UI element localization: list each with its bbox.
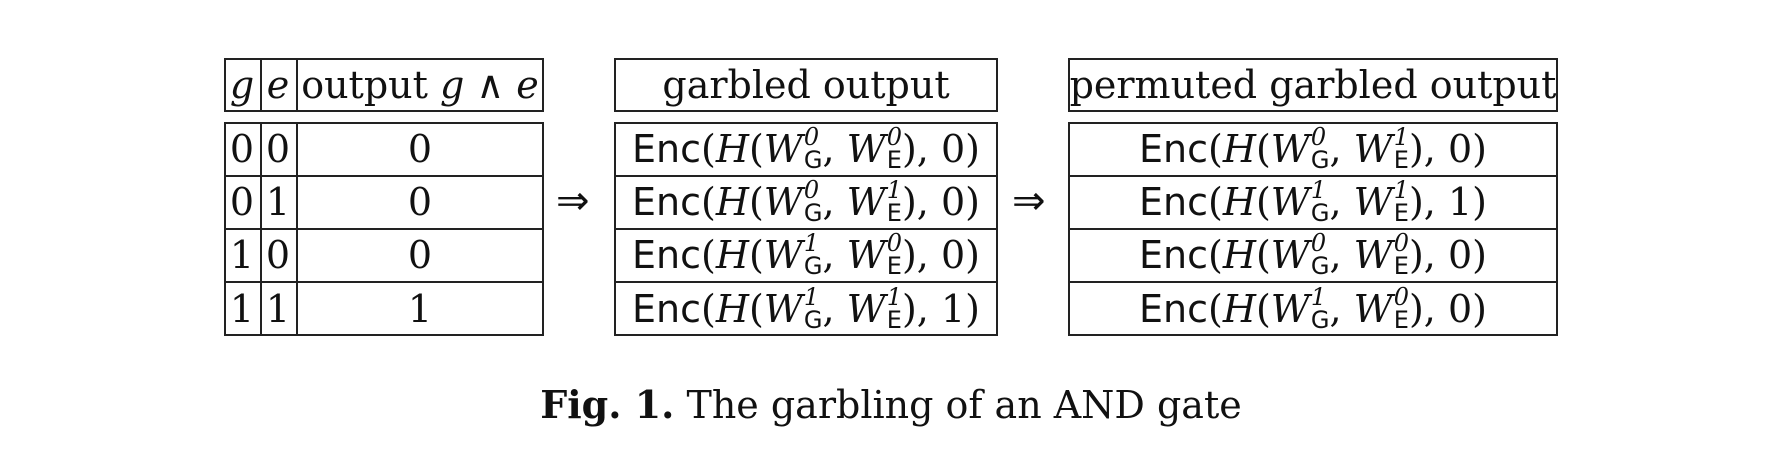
garbled-table-header: [614, 58, 998, 112]
arrow-right-2: ⇒: [1012, 178, 1046, 224]
figure-label: Fig. 1.: [540, 382, 675, 427]
header-e: e: [266, 63, 290, 107]
permuted-header-label: permuted garbled output: [1069, 63, 1557, 107]
permuted-table-header: [1068, 58, 1558, 112]
header-g: g: [229, 63, 255, 107]
arrow-right-1: ⇒: [556, 178, 590, 224]
tt-row-3-e: 1: [265, 286, 291, 331]
tt-row-0-e: 0: [265, 126, 291, 171]
figure-caption-text: The garbling of an AND gate: [674, 383, 1242, 427]
tt-row-0-out: 0: [407, 126, 433, 171]
header-output: output g ∧ e: [301, 63, 539, 107]
tt-row-3-g: 1: [229, 286, 255, 331]
figure-caption: Fig. 1. The garbling of an AND gate: [0, 382, 1782, 427]
truth-table-header: [224, 58, 544, 112]
tt-row-1-g: 0: [229, 179, 255, 224]
tt-row-2-out: 0: [407, 232, 433, 277]
tt-row-3-out: 1: [407, 286, 433, 331]
garbled-header-label: garbled output: [662, 63, 950, 107]
tt-row-2-g: 1: [229, 232, 255, 277]
tt-row-1-e: 1: [265, 179, 291, 224]
tt-row-1-out: 0: [407, 179, 433, 224]
tt-row-0-g: 0: [229, 126, 255, 171]
tt-row-2-e: 0: [265, 232, 291, 277]
